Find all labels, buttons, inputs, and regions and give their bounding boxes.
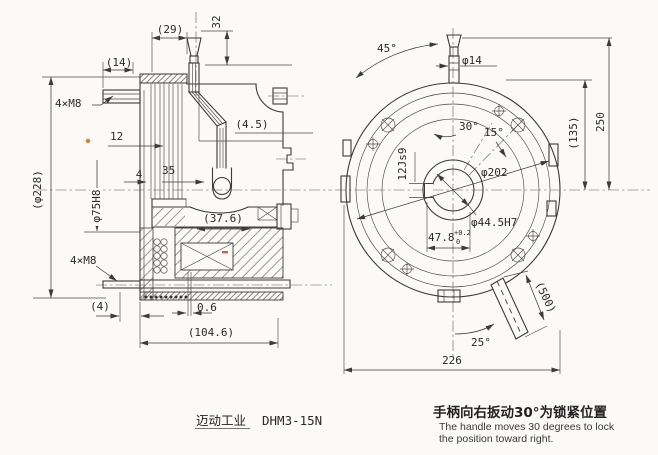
pilot-hole-icons — [366, 104, 540, 276]
dim-bolts-top: 4×M8 — [55, 97, 82, 110]
socket-screw-icon — [510, 117, 526, 133]
dim-key-depth: 47.8 — [428, 231, 455, 244]
dim-total-length: (104.6) — [188, 326, 234, 339]
shaft-end — [276, 203, 292, 230]
pilot-hole-icon — [366, 137, 380, 151]
base-plate — [139, 291, 284, 301]
dim-disc-offset: 12 — [110, 130, 123, 143]
scan-mark — [222, 251, 228, 254]
dim-radius-135: (135) — [567, 116, 580, 149]
side-view: (φ228) (14) (29) 32 4×M8 12 4 35 — [31, 12, 332, 348]
hub-hatch — [153, 208, 185, 226]
dim-knob-travel: 32 — [210, 15, 223, 28]
front-view: 45° φ14 30° 15° φ202 φ44.5H7 47.8 +0.2 0 — [335, 28, 650, 374]
dim-angle-30: 30° — [459, 120, 479, 133]
scan-speck — [85, 138, 91, 144]
mounting-lug — [102, 89, 141, 104]
dim-handle-length: (500) — [532, 279, 558, 314]
dim-angle-45: 45° — [377, 42, 397, 55]
note-en-line2: the position toward right. — [439, 433, 553, 445]
dim-flange-width: (14) — [106, 56, 133, 69]
dim-gap-four: 4 — [136, 168, 143, 181]
friction-pad — [139, 73, 188, 84]
pilot-hole-icon — [492, 104, 506, 118]
armature-section — [102, 272, 291, 316]
dim-hub-length: (37.6) — [203, 212, 243, 225]
spring-stack — [153, 238, 168, 274]
dim-pad-four: (4) — [90, 300, 110, 313]
dim-outer-dia: (φ228) — [31, 170, 44, 210]
pilot-hole-icon — [526, 229, 540, 243]
pilot-hole-icon — [400, 262, 414, 276]
dim-knob-dia: φ14 — [462, 54, 482, 67]
dim-bore: φ44.5H7 — [471, 216, 517, 229]
dim-height-250: 250 — [594, 112, 607, 132]
dim-hub-bore: φ75H8 — [90, 189, 103, 222]
dim-overall-width: 226 — [442, 354, 462, 367]
model-label: DHM3-15N — [262, 413, 322, 428]
dim-gap-45: (4.5) — [235, 118, 268, 131]
dim-air-gap: 0.6 — [197, 301, 217, 314]
dim-angle-15: 15° — [484, 126, 504, 139]
socket-screw-icon — [510, 247, 526, 263]
plug-screw — [272, 87, 288, 105]
lock-handle — [490, 277, 529, 340]
front-view-dimensions: 45° φ14 30° 15° φ202 φ44.5H7 47.8 +0.2 0 — [343, 37, 612, 374]
hub-section — [151, 198, 299, 230]
seal-dots — [144, 295, 188, 299]
socket-screw-icons — [380, 117, 526, 263]
dim-key-depth-tol-upper: +0.2 — [454, 229, 471, 237]
side-view-dimensions: (φ228) (14) (29) 32 4×M8 12 4 35 — [31, 15, 279, 348]
socket-screw-icon — [380, 117, 396, 133]
disc-stack — [150, 84, 183, 199]
coil-section — [139, 227, 284, 301]
note-zh: 手柄向右扳动30°为锁紧位置 — [433, 404, 608, 421]
release-lever — [186, 37, 233, 200]
lever-roller — [212, 176, 232, 196]
rim-tab-right-upper — [548, 143, 559, 167]
dim-angle-25: 25° — [471, 336, 491, 349]
dim-key-depth-tol-lower: 0 — [456, 238, 460, 246]
lever-knob — [186, 37, 202, 57]
side-view-centerlines — [36, 12, 332, 286]
dim-bolts-bottom: 4×M8 — [70, 254, 97, 267]
dim-stack-width: 35 — [162, 164, 175, 177]
brand-label: 迈动工业 — [196, 413, 246, 428]
rim-tab-left-lower — [340, 175, 351, 203]
rim-tab-left-upper — [342, 139, 352, 157]
adjust-knob — [446, 34, 462, 84]
dim-width-top: (29) — [157, 23, 184, 36]
footer: 迈动工业 DHM3-15N 手柄向右扳动30°为锁紧位置 The handle … — [195, 404, 615, 445]
socket-screw-icon — [380, 247, 396, 263]
dim-bolt-circle: φ202 — [481, 166, 508, 179]
keyway — [424, 183, 433, 198]
mounting-stud — [102, 280, 141, 289]
note-en-line1: The handle moves 30 degrees to lock — [439, 421, 615, 433]
dim-keyway: 12Js9 — [396, 147, 409, 180]
